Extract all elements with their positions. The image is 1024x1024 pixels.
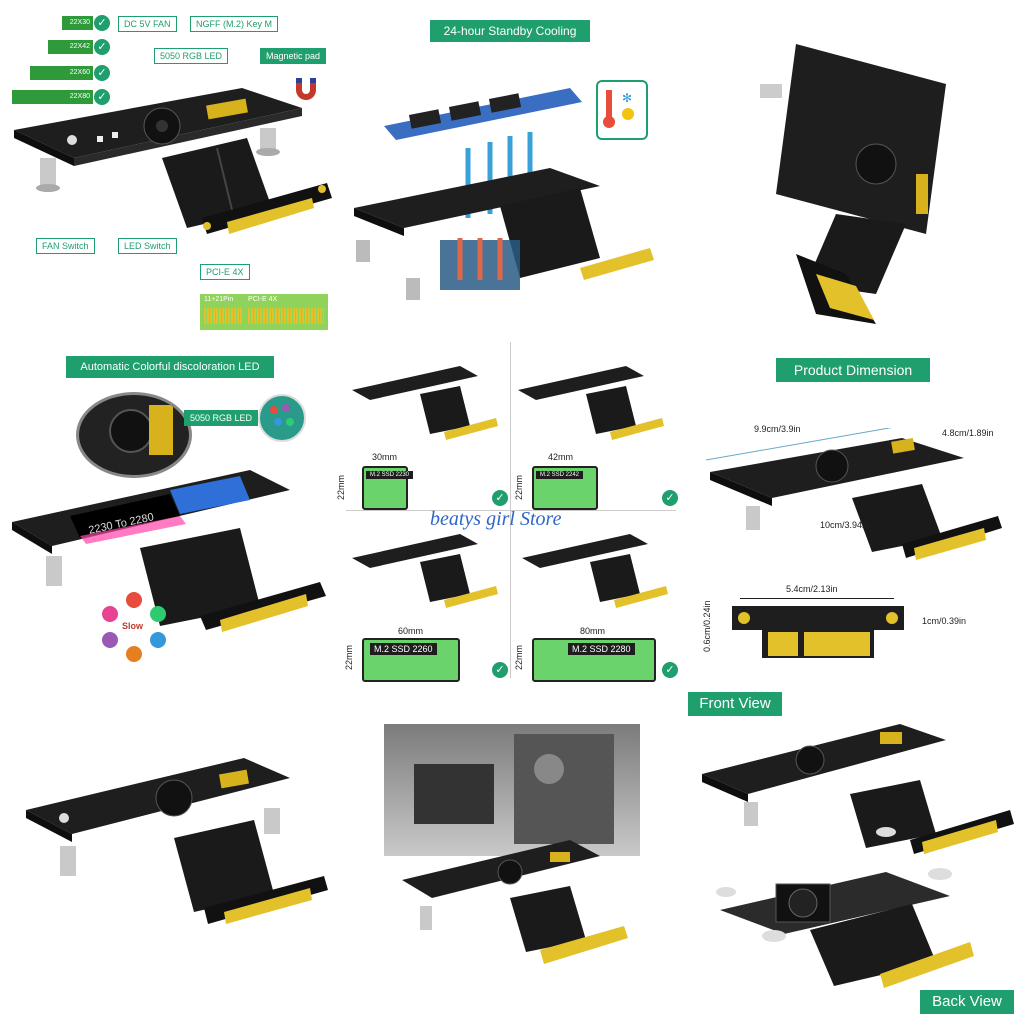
ssd-height: 22mm (514, 474, 524, 500)
dimension-cable: 10cm/3.94in (820, 520, 870, 530)
pin-diagram: 11+21Pin PCI-E 4X (200, 294, 328, 330)
ssd-size-chip: 22X30 (62, 16, 93, 30)
dimension-width: 9.9cm/3.9in (754, 424, 801, 434)
ssd-card-label: M.2 SSD 2260 (370, 643, 437, 655)
riser-side-image (756, 24, 976, 329)
horizontal-divider (346, 510, 676, 511)
ssd-size-label: 22X42 (69, 43, 90, 50)
dimension-thickness: 0.6cm/0.24in (702, 600, 712, 652)
ssd-size-label: 22X80 (69, 93, 90, 100)
back-view-image (700, 724, 1016, 1019)
ssd-size-chip: 22X60 (30, 66, 93, 80)
color-wheel-icon: Slow (98, 592, 170, 664)
check-icon: ✓ (94, 65, 110, 81)
ssd-card-label: M.2 SSD 2280 (568, 643, 635, 655)
magnet-icon (290, 76, 322, 111)
check-icon: ✓ (662, 490, 678, 506)
rgb-led-callout: 5050 RGB LED (184, 410, 259, 426)
ssd-width: 42mm (548, 452, 574, 462)
rgb-led-icon (258, 394, 306, 442)
slow-label: Slow (122, 621, 144, 631)
ssd-height: 22mm (336, 474, 346, 500)
small-board-image (350, 534, 500, 623)
ssd-height: 22mm (344, 644, 354, 670)
back-view-banner: Back View (920, 990, 1014, 1014)
rgb-board-image (10, 470, 340, 655)
thermometer-icon: ✻ (596, 80, 648, 140)
ssd-size-chips: 22X30 22X42 22X60 22X80 ✓ ✓ ✓ ✓ (10, 14, 110, 114)
pcie-edge-image (732, 602, 904, 667)
cooling-banner: 24-hour Standby Cooling (430, 20, 590, 42)
ssd-card-label: M.2 SSD 2230 (366, 471, 414, 479)
check-icon: ✓ (662, 662, 678, 678)
ssd-card: M.2 SSD 2260 (362, 638, 460, 682)
magnetic-pad-label: Magnetic pad (260, 48, 327, 64)
ngff-label: NGFF (M.2) Key M (190, 16, 278, 32)
ssd-size-chip: 22X80 (12, 90, 93, 104)
led-switch-label: LED Switch (118, 238, 177, 254)
front-view-image (24, 758, 330, 943)
dimension-board-image (702, 423, 1012, 583)
dimension-depth: 4.8cm/1.89in (942, 428, 994, 438)
ssd-width: 80mm (580, 626, 606, 636)
pin-right-label: PCI-E 4X (248, 296, 278, 303)
ssd-card: M.2 SSD 2280 (532, 638, 656, 682)
fan-label: DC 5V FAN (118, 16, 177, 32)
check-icon: ✓ (94, 15, 110, 31)
small-board-image (350, 366, 500, 455)
led-zoom-image (76, 392, 192, 478)
front-view-banner: Front View (688, 692, 782, 716)
fan-switch-label: FAN Switch (36, 238, 95, 254)
check-icon: ✓ (94, 89, 110, 105)
ssd-size-label: 22X60 (69, 69, 90, 76)
ssd-card: M.2 SSD 2230 (362, 466, 414, 510)
small-board-image (520, 534, 670, 623)
dimension-height: 1cm/0.39in (922, 616, 967, 626)
dimension-slot: 5.4cm/2.13in (786, 584, 838, 594)
riser-board-image (12, 88, 332, 253)
pc-scene-image (384, 724, 640, 856)
small-board-image (516, 366, 666, 455)
installed-view-image (400, 840, 636, 985)
ssd-card-label: M.2 SSD 2242 (536, 471, 584, 479)
led-banner: Automatic Colorful discoloration LED (66, 356, 274, 378)
cooling-exploded-image (350, 88, 670, 325)
check-icon: ✓ (492, 490, 508, 506)
ssd-width: 60mm (398, 626, 424, 636)
dimension-banner: Product Dimension (776, 358, 930, 382)
ssd-width: 30mm (372, 452, 398, 462)
store-watermark: beatys girl Store (430, 508, 562, 530)
pcie-label: PCI-E 4X (200, 264, 250, 280)
ssd-size-label: 22X30 (69, 19, 90, 26)
pin-left-label: 11+21Pin (204, 296, 234, 303)
ssd-height: 22mm (514, 644, 524, 670)
svg-text:✻: ✻ (622, 91, 632, 105)
ssd-card: M.2 SSD 2242 (532, 466, 598, 510)
ssd-size-chip: 22X42 (48, 40, 93, 54)
rgb-led-label: 5050 RGB LED (154, 48, 229, 64)
check-icon: ✓ (94, 39, 110, 55)
check-icon: ✓ (492, 662, 508, 678)
dimension-slot-arrow (740, 598, 894, 599)
